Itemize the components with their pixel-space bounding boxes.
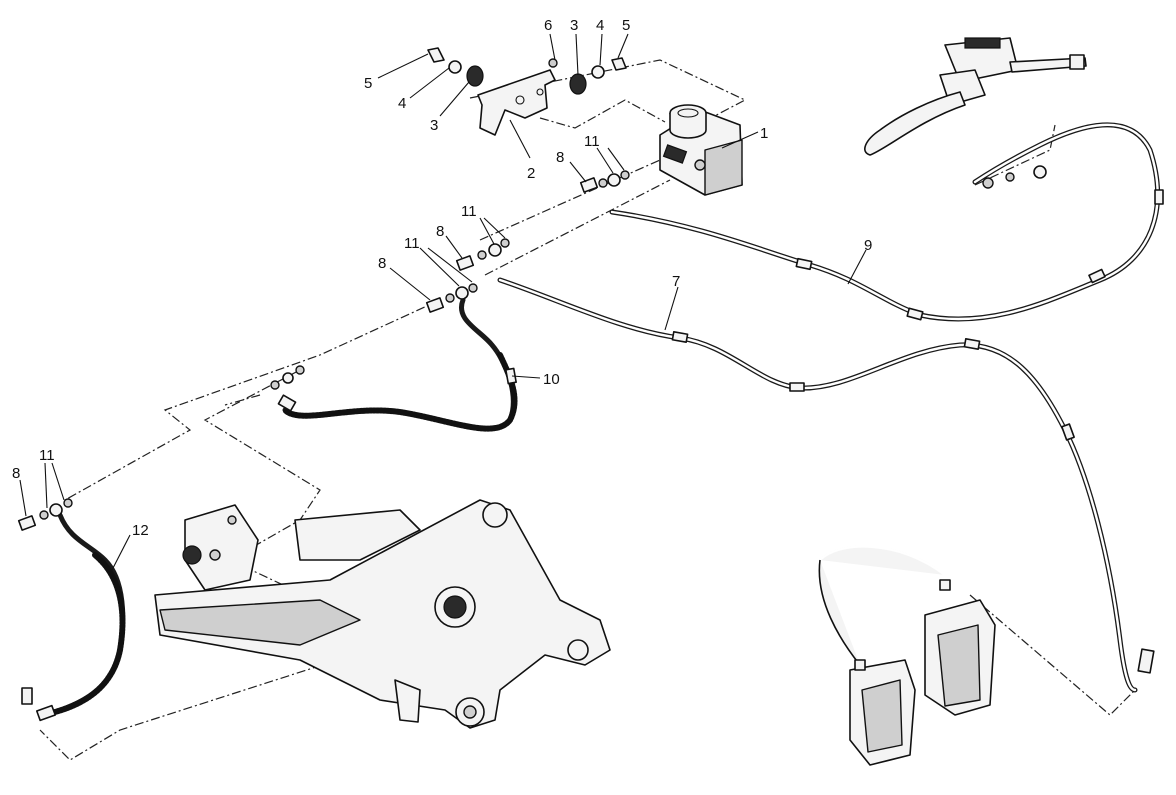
callout-3-left: 3 <box>430 117 438 134</box>
banjo-fittings <box>17 170 630 531</box>
callout-8-lower: 8 <box>378 255 386 272</box>
callout-10: 10 <box>543 371 560 388</box>
callout-7: 7 <box>672 273 680 290</box>
screw-right <box>611 57 627 71</box>
screw-left <box>427 47 445 63</box>
hose-7 <box>497 277 1138 693</box>
callout-3-right: 3 <box>570 17 578 34</box>
callout-11-abs: 11 <box>584 133 600 150</box>
callout-labels: 1 2 3 3 4 4 5 5 6 7 8 8 8 8 9 10 11 11 1… <box>12 17 872 539</box>
callout-1: 1 <box>760 125 768 142</box>
callout-5-left: 5 <box>364 75 372 92</box>
callout-4-left: 4 <box>398 95 406 112</box>
callout-8-rear: 8 <box>12 465 20 482</box>
washer-left <box>448 60 462 74</box>
swingarm <box>154 499 611 729</box>
washer-right <box>591 65 605 79</box>
rubber-damper-right <box>569 73 587 95</box>
callout-11-rear: 11 <box>39 447 55 464</box>
callout-8-abs: 8 <box>556 149 564 166</box>
nut <box>548 58 558 68</box>
rubber-damper-left <box>466 65 484 87</box>
hose-12 <box>21 512 126 722</box>
front-master-cylinder <box>864 37 1087 189</box>
rear-banjo-bolt <box>21 687 33 705</box>
mounting-bracket <box>427 47 627 136</box>
callout-6: 6 <box>544 17 552 34</box>
callout-8-middle: 8 <box>436 223 444 240</box>
front-calipers <box>818 545 1155 766</box>
callout-5-right: 5 <box>622 17 630 34</box>
rear-caliper <box>182 504 259 591</box>
leader-lines <box>19 33 867 571</box>
callout-11-middle: 11 <box>461 203 477 220</box>
callout-4-right: 4 <box>596 17 604 34</box>
abs-unit <box>659 104 743 196</box>
callout-9: 9 <box>864 237 872 254</box>
callout-12: 12 <box>132 522 149 539</box>
callout-11-lower: 11 <box>404 235 420 252</box>
hose-10 <box>277 297 518 432</box>
hose-9 <box>609 122 1164 322</box>
callout-2: 2 <box>527 165 535 182</box>
